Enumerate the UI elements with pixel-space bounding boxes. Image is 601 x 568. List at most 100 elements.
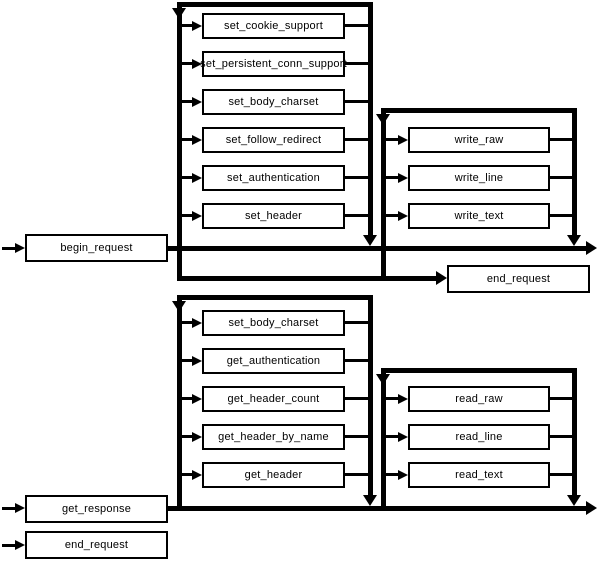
rail-write-left (381, 113, 386, 281)
loop-line-header-top (177, 295, 373, 300)
box-read-raw: read_raw (408, 386, 550, 412)
box-set-header: set_header (202, 203, 345, 229)
arrowhead-right-input (192, 356, 202, 366)
flow-line-output (550, 397, 572, 400)
arrowhead-right-input (192, 318, 202, 328)
box-set-body-charset-response: set_body_charset (202, 310, 345, 336)
loop-line-read-top (381, 368, 577, 373)
flow-line-output (550, 435, 572, 438)
flow-line-output (345, 62, 368, 65)
rail-write-right (572, 108, 577, 235)
arrowhead-right-input (398, 135, 408, 145)
arrowhead-right-response-main (586, 501, 597, 515)
flow-line-output (345, 359, 368, 362)
flow-line-output (550, 473, 572, 476)
arrowhead-right-input (192, 394, 202, 404)
flow-line-entry (2, 247, 15, 250)
arrowhead-down-setup-collector (363, 235, 377, 246)
flow-line-input (386, 473, 399, 476)
flow-line-entry (2, 544, 15, 547)
box-begin-request: begin_request (25, 234, 168, 262)
arrowhead-right-input (398, 394, 408, 404)
flow-line-output (345, 435, 368, 438)
box-end-request-top: end_request (447, 265, 590, 293)
box-write-line: write_line (408, 165, 550, 191)
flow-line-output (550, 214, 572, 217)
flow-line-input (182, 24, 192, 27)
arrowhead-right-input (192, 59, 202, 69)
flow-line-input (182, 214, 192, 217)
flow-line-output (345, 473, 368, 476)
arrowhead-right-input (192, 173, 202, 183)
flow-line-output (550, 176, 572, 179)
rail-header-right (368, 295, 373, 495)
flow-line-output (550, 138, 572, 141)
arrowhead-down-setup-loop (172, 8, 186, 19)
flow-line-input (182, 321, 192, 324)
box-get-authentication: get_authentication (202, 348, 345, 374)
box-get-header-count: get_header_count (202, 386, 345, 412)
arrowhead-right-input (398, 173, 408, 183)
rail-header-left (177, 300, 182, 511)
flow-line-input (182, 62, 192, 65)
flow-line-end-request-feed (177, 276, 437, 281)
rail-setup-right (368, 2, 373, 235)
flow-line-output (345, 214, 368, 217)
flow-line-input (386, 435, 399, 438)
arrowhead-right-input (192, 211, 202, 221)
flow-line-output (345, 321, 368, 324)
arrowhead-right-input (192, 470, 202, 480)
loop-line-setup-top (177, 2, 373, 7)
flow-line-response-main (166, 506, 586, 511)
arrowhead-right-input (192, 21, 202, 31)
box-read-text: read_text (408, 462, 550, 488)
box-set-cookie-support: set_cookie_support (202, 13, 345, 39)
arrowhead-down-write-loop (376, 114, 390, 125)
flow-line-input (386, 138, 399, 141)
flow-line-input (182, 138, 192, 141)
box-get-response: get_response (25, 495, 168, 523)
box-set-follow-redirect: set_follow_redirect (202, 127, 345, 153)
flow-line-output (345, 397, 368, 400)
flow-line-output (345, 24, 368, 27)
flow-line-input (386, 214, 399, 217)
arrowhead-right-entry (15, 540, 25, 550)
flow-line-output (345, 100, 368, 103)
rail-read-right (572, 368, 577, 495)
flow-line-output (345, 138, 368, 141)
arrowhead-right-request-main (586, 241, 597, 255)
flow-line-input (182, 435, 192, 438)
box-get-header: get_header (202, 462, 345, 488)
box-write-raw: write_raw (408, 127, 550, 153)
arrowhead-down-header-collector (363, 495, 377, 506)
flow-line-output (345, 176, 368, 179)
arrowhead-right-input (398, 432, 408, 442)
flow-line-entry (2, 507, 15, 510)
arrowhead-right-input (398, 211, 408, 221)
arrowhead-right-entry (15, 243, 25, 253)
arrowhead-right-input (398, 470, 408, 480)
box-end-request-bottom: end_request (25, 531, 168, 559)
arrowhead-down-read-loop (376, 374, 390, 385)
flow-line-input (182, 176, 192, 179)
loop-line-write-top (381, 108, 577, 113)
arrowhead-down-read-collector (567, 495, 581, 506)
box-get-header-by-name: get_header_by_name (202, 424, 345, 450)
box-set-body-charset: set_body_charset (202, 89, 345, 115)
arrowhead-right-entry (15, 503, 25, 513)
box-read-line: read_line (408, 424, 550, 450)
flow-line-input (386, 397, 399, 400)
arrowhead-right-input (192, 432, 202, 442)
flow-line-input (182, 100, 192, 103)
rail-setup-left (177, 7, 182, 281)
flow-line-input (182, 473, 192, 476)
arrowhead-right-input (192, 97, 202, 107)
arrowhead-down-write-collector (567, 235, 581, 246)
box-write-text: write_text (408, 203, 550, 229)
arrowhead-right-input (192, 135, 202, 145)
flow-line-input (182, 359, 192, 362)
box-set-persistent-conn-support: set_persistent_conn_support (200, 51, 347, 77)
flow-line-input (182, 397, 192, 400)
rail-read-left (381, 373, 386, 511)
